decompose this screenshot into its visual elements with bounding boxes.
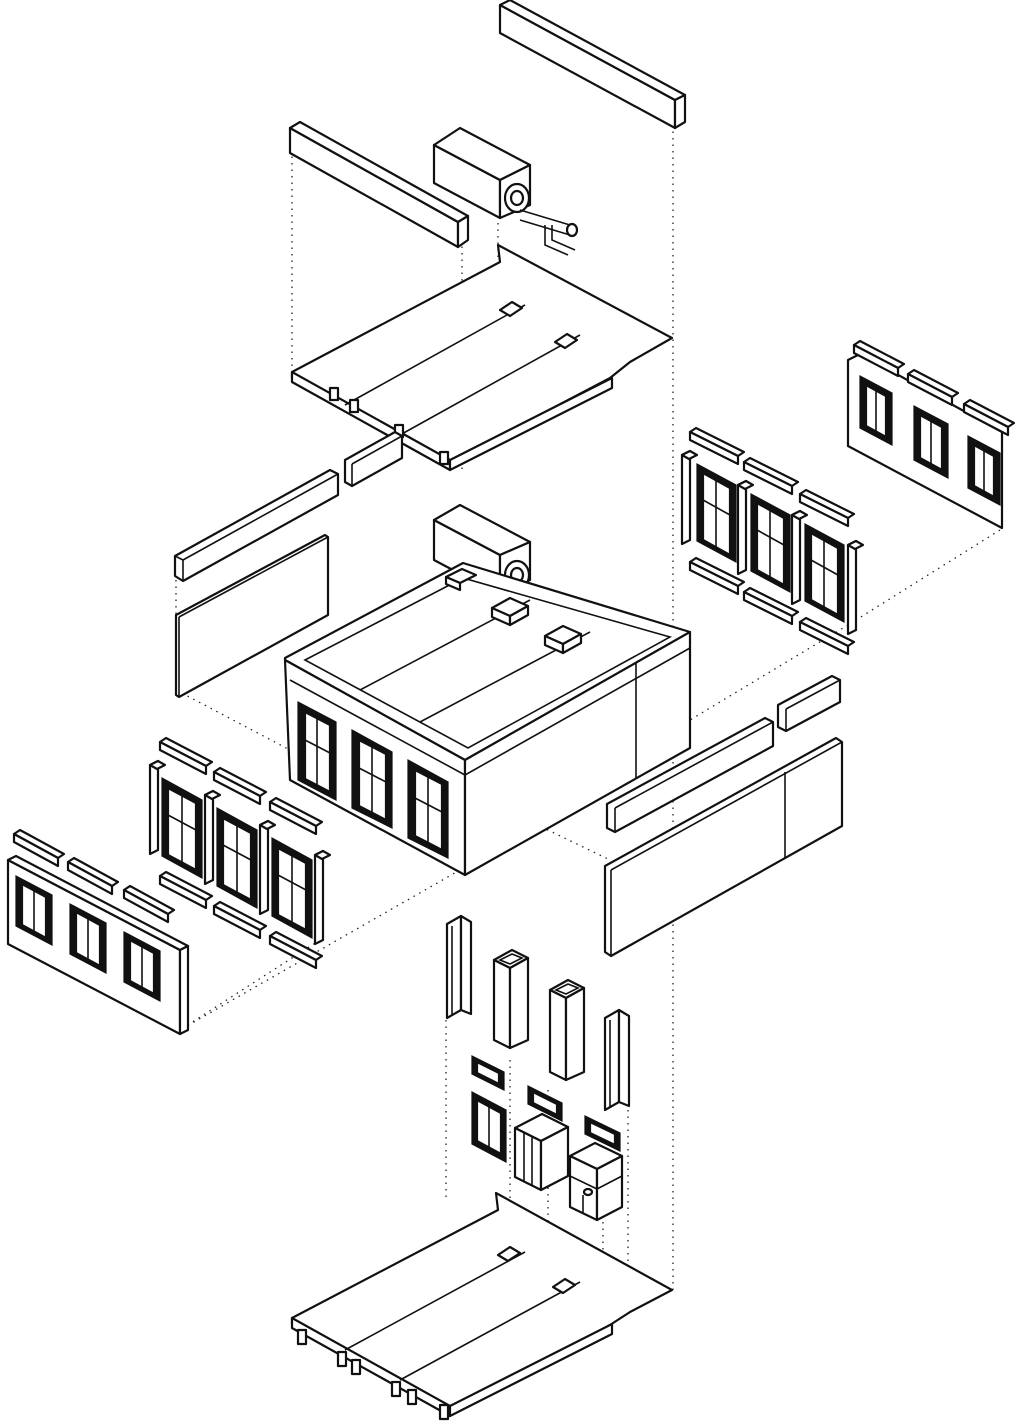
structural-columns xyxy=(445,914,631,1112)
kitchen-unit xyxy=(568,1141,624,1222)
roof-slab xyxy=(290,243,674,472)
right-upper-window-2 xyxy=(913,405,949,479)
top-beam-right xyxy=(498,0,687,130)
core-building-module xyxy=(283,503,692,877)
right-column-window-3 xyxy=(804,522,845,624)
door-frame xyxy=(471,1091,507,1163)
left-beam-small xyxy=(343,430,404,488)
core-window-1 xyxy=(297,701,337,801)
right-beam-small xyxy=(776,674,842,733)
column-i-beam-2 xyxy=(603,1008,631,1112)
right-column-window-2 xyxy=(750,492,791,594)
window-frame-small-2 xyxy=(527,1085,563,1122)
right-upper-window-3 xyxy=(967,435,1001,506)
left-lower-window-3 xyxy=(123,931,161,1002)
column-box-2 xyxy=(548,978,586,1082)
column-i-beam-1 xyxy=(445,914,473,1020)
right-window-wall-upper xyxy=(846,339,1016,530)
right-upper-window-1 xyxy=(859,375,893,446)
core-window-3 xyxy=(407,758,449,859)
right-wall-panel xyxy=(603,736,844,958)
window-frame-small-3 xyxy=(584,1115,621,1152)
left-column-window-1 xyxy=(161,776,203,880)
window-frame-small-1 xyxy=(471,1055,505,1091)
right-column-window-1 xyxy=(696,462,737,564)
left-window-wall-lower xyxy=(6,828,190,1036)
right-beam-long xyxy=(605,716,775,834)
interior-fittings xyxy=(471,1055,624,1222)
cabinet-tall xyxy=(513,1112,570,1192)
left-window-columns xyxy=(148,736,332,970)
left-lower-window-2 xyxy=(69,903,107,974)
steel-rods xyxy=(290,1028,430,1110)
right-window-columns xyxy=(680,426,865,656)
column-box-1 xyxy=(492,948,530,1050)
left-column-window-2 xyxy=(216,806,258,910)
top-beam-left xyxy=(288,120,470,249)
left-wall-panel xyxy=(174,533,330,699)
mechanical-unit-top xyxy=(432,126,579,256)
floor-slab xyxy=(290,1191,674,1421)
left-column-window-3 xyxy=(271,836,313,940)
left-lower-window-1 xyxy=(15,875,53,946)
left-beam-upper xyxy=(173,468,340,583)
core-window-2 xyxy=(351,728,393,829)
